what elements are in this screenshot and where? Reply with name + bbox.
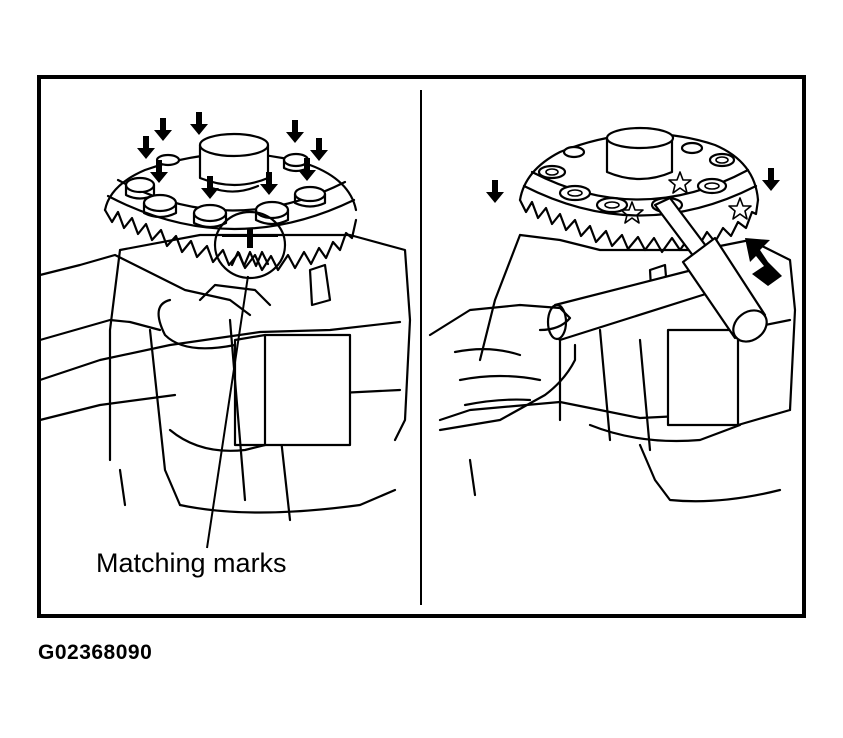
bolt	[142, 193, 178, 219]
down-arrow-icon	[150, 160, 168, 183]
down-arrow-icon	[201, 176, 219, 199]
bolt-holes-right	[537, 141, 736, 214]
strike-direction-arrow-icon	[745, 238, 782, 286]
down-arrow-icon	[190, 112, 208, 135]
bolt	[293, 185, 327, 208]
hand-left	[38, 253, 272, 350]
down-arrow-icon	[137, 136, 155, 159]
figure-id: G02368090	[38, 641, 153, 664]
down-arrow-icon	[486, 180, 504, 203]
down-arrow-icon	[286, 120, 304, 143]
callout-label: Matching marks	[96, 548, 287, 578]
hammer	[653, 196, 768, 343]
down-arrow-icon	[762, 168, 780, 191]
bolt-hole	[680, 141, 704, 155]
vise-body-right	[438, 233, 797, 503]
bolt-hole	[696, 177, 728, 195]
vise-body-left	[38, 233, 412, 522]
right-panel	[428, 126, 797, 503]
bolt-hole	[537, 164, 567, 180]
down-arrow-icon	[154, 118, 172, 141]
callout-leader-line	[206, 275, 249, 549]
strike-points	[620, 171, 752, 224]
hand-right	[428, 303, 577, 432]
down-arrow-icon	[260, 172, 278, 195]
star-icon	[620, 201, 644, 224]
bolt-hole	[595, 196, 629, 214]
left-panel: Matching marks	[38, 112, 412, 578]
center-hub-right	[605, 126, 675, 181]
drift-punch	[546, 266, 714, 342]
matching-marks-detail	[213, 210, 287, 280]
bolt-hole	[558, 184, 592, 202]
star-icon	[668, 171, 692, 194]
star-icon	[728, 197, 752, 220]
down-arrow-icon	[310, 138, 328, 161]
bolt	[192, 203, 228, 229]
bolt-hole	[562, 145, 586, 159]
down-arrow-icon	[298, 158, 316, 181]
bolt-hole	[708, 152, 736, 168]
down-arrows-left	[137, 112, 328, 199]
